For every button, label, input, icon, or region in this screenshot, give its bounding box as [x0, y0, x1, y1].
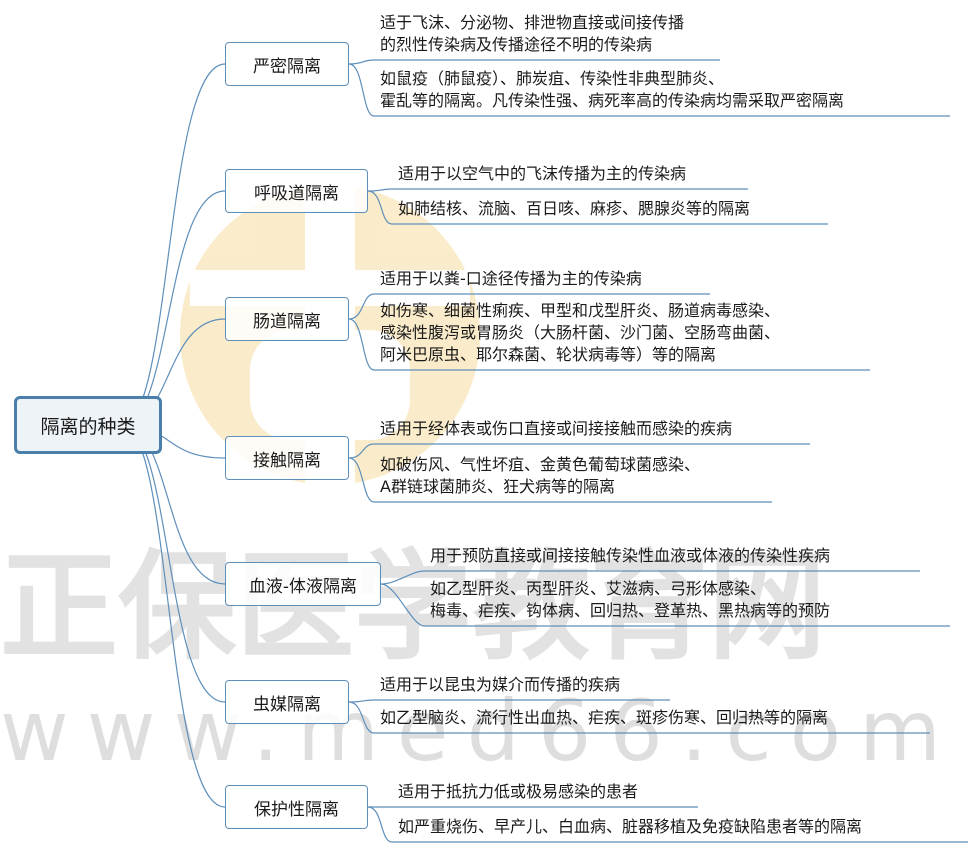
leaf-scope-text: 适用于抵抗力低或极易感染的患者	[398, 782, 639, 801]
leaf-connector	[367, 806, 968, 843]
leaf-connector	[348, 457, 772, 503]
leaf-scope-text: 用于预防直接或间接接触传染性血液或体液的传染性疾病	[430, 546, 831, 565]
leaf-connector	[348, 701, 930, 734]
leaf-example-text: 如肺结核、流脑、百日咳、麻疹、腮腺炎等的隔离	[398, 199, 751, 218]
root-branch-connector	[121, 424, 226, 808]
root-branch-connector	[121, 424, 226, 703]
leaf-example-text: 如乙型脑炎、流行性出血热、疟疾、斑疹伤寒、回归热等的隔离	[380, 708, 829, 727]
leaf-connector	[348, 59, 720, 65]
category-label: 虫媒隔离	[253, 694, 321, 715]
category-label: 肠道隔离	[253, 311, 321, 332]
category-label: 保护性隔离	[254, 799, 339, 820]
leaf-connector	[348, 699, 670, 703]
category-node: 肠道隔离	[225, 297, 349, 341]
root-label: 隔离的种类	[40, 415, 136, 438]
leaf-connector	[380, 583, 950, 627]
root-branch-connector	[121, 190, 226, 426]
leaf-scope-text: 适用于以空气中的飞沫传播为主的传染病	[398, 164, 687, 183]
leaf-connector	[348, 318, 870, 371]
leaf-scope-text: 适于飞沫、分泌物、排泄物直接或间接传播 的烈性传染病及传播途径不明的传染病	[380, 13, 685, 54]
leaf-scope-text: 适用于以粪-口途径传播为主的传染病	[380, 269, 642, 288]
leaf-example-text: 如鼠疫（肺鼠疫）、肺炭疽、传染性非典型肺炎、 霍乱等的隔离。凡传染性强、病死率高…	[380, 69, 845, 110]
category-node: 呼吸道隔离	[225, 169, 368, 213]
leaf-example-text: 如伤寒、细菌性痢疾、甲型和戊型肝炎、肠道病毒感染、 感染性腹泻或胃肠炎（大肠杆菌…	[380, 301, 781, 364]
leaf-connector	[380, 570, 920, 585]
leaf-connector	[348, 293, 710, 320]
leaf-scope-text: 适用于以昆虫为媒介而传播的疾病	[380, 675, 621, 694]
category-label: 呼吸道隔离	[254, 183, 339, 204]
category-label: 严密隔离	[253, 56, 321, 77]
root-branch-connector	[121, 63, 226, 426]
leaf-connector	[367, 190, 828, 225]
category-node: 保护性隔离	[225, 785, 368, 829]
category-node: 虫媒隔离	[225, 680, 349, 724]
leaf-connector	[348, 443, 810, 459]
leaf-connector	[348, 63, 950, 117]
category-node: 严密隔离	[225, 42, 349, 86]
leaf-example-text: 如破伤风、气性坏疽、金黄色葡萄球菌感染、 A群链球菌肺炎、狂犬病等的隔离	[380, 455, 701, 496]
category-node: 接触隔离	[225, 436, 349, 480]
root-node: 隔离的种类	[14, 396, 162, 454]
leaf-connector	[367, 188, 748, 192]
leaf-scope-text: 适用于经体表或伤口直接或间接接触而感染的疾病	[380, 419, 733, 438]
leaf-example-text: 如严重烧伤、早产儿、白血病、脏器移植及免疫缺陷患者等的隔离	[398, 817, 863, 836]
category-node: 血液-体液隔离	[225, 562, 381, 606]
leaf-example-text: 如乙型肝炎、丙型肝炎、艾滋病、弓形体感染、 梅毒、疟疾、钩体病、回归热、登革热、…	[430, 579, 831, 620]
category-label: 接触隔离	[253, 450, 321, 471]
category-label: 血液-体液隔离	[248, 576, 358, 597]
